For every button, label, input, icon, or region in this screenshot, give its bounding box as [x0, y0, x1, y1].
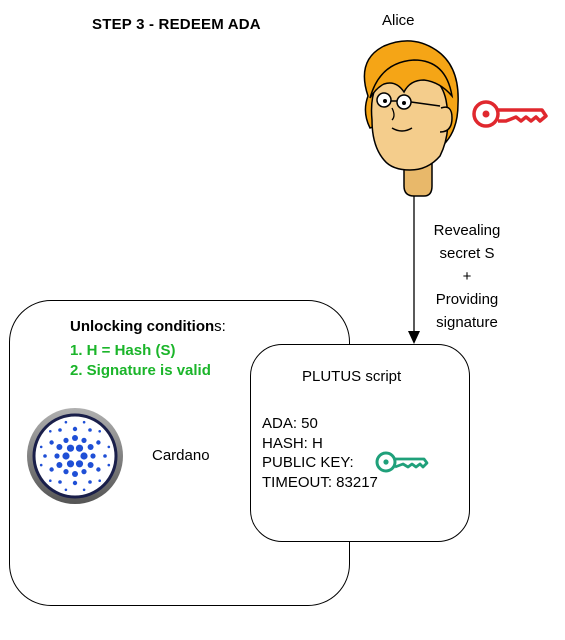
plutus-script-title: PLUTUS script	[302, 368, 402, 385]
script-hash: HASH: H	[262, 434, 323, 452]
cardano-logo-dot	[81, 437, 87, 443]
cardano-logo-dot	[63, 469, 69, 475]
unlocking-conditions-title: Unlocking conditions:	[70, 318, 226, 335]
unlocking-conditions-title-bold: Unlocking condition	[70, 318, 215, 335]
plutus-script-lines: ADA: 50 HASH: H PUBLIC KEY: TIMEOUT: 832…	[262, 414, 378, 492]
cardano-logo-dot	[107, 463, 111, 467]
script-public-key: PUBLIC KEY:	[262, 454, 354, 471]
arrow-label-line: Revealing	[433, 222, 501, 239]
cardano-logo-dot	[49, 440, 54, 445]
cardano-label: Cardano	[152, 447, 210, 464]
cardano-logo-dot	[87, 462, 94, 468]
arrow-label-line: secret S	[439, 245, 495, 262]
cardano-logo-dot	[98, 479, 101, 483]
cardano-logo-dot	[56, 444, 63, 450]
cardano-logo-dot	[49, 430, 52, 433]
script-ada: ADA: 50	[262, 415, 318, 432]
condition-signature: 2. Signature is valid	[70, 362, 211, 379]
cardano-logo-dot	[39, 463, 43, 467]
cardano-logo-dot	[103, 454, 107, 458]
cardano-logo-dot	[96, 440, 101, 445]
cardano-logo-dot	[43, 454, 47, 458]
cardano-logo-dot	[72, 426, 78, 432]
unlocking-conditions-title-rest: s:	[214, 318, 226, 335]
cardano-logo-dot	[82, 488, 86, 492]
cardano-logo-dot	[49, 479, 52, 483]
cardano-logo-dot	[56, 462, 63, 468]
cardano-logo-dot	[58, 480, 62, 484]
cardano-logo-dot	[107, 445, 111, 449]
actor-name: Alice	[382, 12, 415, 29]
script-timeout: TIMEOUT: 83217	[262, 473, 378, 491]
cardano-logo-dot	[64, 488, 68, 492]
cardano-logo-dot	[88, 428, 92, 432]
cardano-logo-dot	[90, 453, 96, 459]
cardano-logo-dot	[82, 420, 86, 424]
cardano-logo-dot	[80, 452, 88, 460]
arrow-label: Revealing secret S + Providing signature	[412, 219, 522, 334]
cardano-logo-dot	[75, 460, 84, 468]
cardano-logo-dot	[66, 444, 75, 452]
cardano-logo-dot	[66, 460, 75, 468]
cardano-logo-dot	[98, 430, 101, 433]
cardano-logo-dot	[64, 420, 68, 424]
arrow-label-line: +	[462, 268, 472, 285]
cardano-logo-dot	[62, 452, 70, 460]
cardano-logo-dot	[54, 453, 60, 459]
page-title: STEP 3 - REDEEM ADA	[92, 16, 261, 33]
cardano-logo-dot	[72, 471, 78, 477]
arrow-label-line: Providing	[435, 291, 499, 308]
cardano-logo-dot	[87, 444, 94, 450]
cardano-logo-dot	[58, 428, 62, 432]
arrow-label-line: signature	[436, 314, 498, 331]
cardano-logo-dot	[96, 467, 101, 472]
cardano-logo-dot	[81, 469, 87, 475]
cardano-logo-dot	[63, 437, 69, 443]
cardano-logo-dot	[75, 444, 84, 452]
plutus-script-box	[250, 344, 470, 542]
condition-hash: 1. H = Hash (S)	[70, 342, 176, 359]
cardano-logo-dot	[72, 480, 78, 486]
cardano-logo-dot	[88, 480, 92, 484]
cardano-logo-dot	[72, 435, 78, 441]
cardano-logo-dot	[39, 445, 43, 449]
cardano-logo-dot	[49, 467, 54, 472]
